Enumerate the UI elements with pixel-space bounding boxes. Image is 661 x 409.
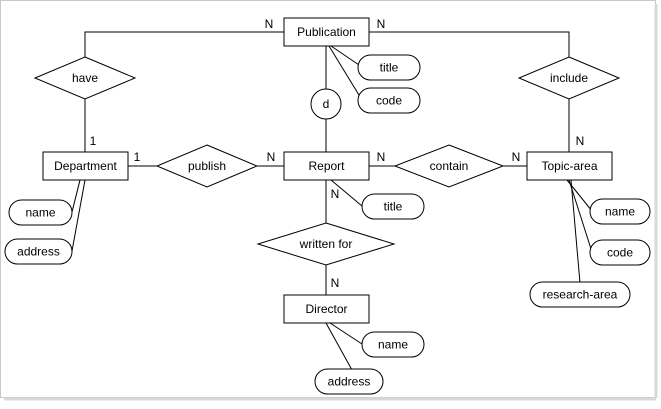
- relationship-have-label: have: [72, 71, 98, 85]
- entity-publication-label: Publication: [297, 25, 356, 39]
- attribute-department-name: name: [8, 199, 73, 226]
- entity-department: Department: [42, 151, 129, 181]
- attribute-topic-name: name: [589, 198, 651, 225]
- line-department-address: [71, 179, 86, 252]
- specialization-label: d: [323, 97, 330, 111]
- entity-department-label: Department: [54, 159, 117, 173]
- attribute-publication-title: title: [357, 54, 421, 81]
- attribute-topic-code: code: [589, 239, 651, 266]
- attribute-department-name-label: name: [25, 206, 55, 220]
- specialization-circle: d: [310, 88, 342, 120]
- relationship-written-for-label: written for: [299, 237, 353, 251]
- line-director-address: [325, 322, 353, 371]
- line-director-name: [329, 322, 363, 345]
- line-publication-code: [328, 45, 363, 101]
- diagram-frame: [0, 0, 656, 398]
- cardinality-publish-report: N: [267, 150, 276, 164]
- relationship-contain: contain: [393, 144, 505, 188]
- line-publication-include: [369, 31, 570, 57]
- attribute-publication-title-label: title: [380, 61, 399, 75]
- cardinality-contain-report: N: [377, 150, 386, 164]
- attribute-director-address-label: address: [328, 375, 371, 389]
- attribute-report-title-label: title: [384, 200, 403, 214]
- relationship-written-for: written for: [256, 222, 396, 266]
- attribute-publication-code: code: [357, 87, 421, 114]
- cardinality-labels: N 1 N N 1 N N N N N: [90, 17, 585, 290]
- relationship-publish: publish: [155, 144, 259, 188]
- attribute-topic-research-area-label: research-area: [543, 288, 618, 302]
- attribute-director-name-label: name: [378, 338, 408, 352]
- relationship-publish-label: publish: [188, 159, 226, 173]
- attribute-director-address: address: [314, 368, 384, 395]
- line-topic-code: [568, 179, 593, 253]
- entity-director: Director: [283, 294, 370, 324]
- attribute-department-address-label: address: [17, 245, 60, 259]
- entity-report: Report: [283, 151, 370, 181]
- cardinality-include-publication: N: [377, 17, 386, 31]
- line-publication-title: [330, 45, 363, 68]
- entity-publication: Publication: [283, 17, 370, 47]
- line-report-title: [330, 179, 363, 207]
- cardinality-written-for-report: N: [331, 187, 340, 201]
- attribute-topic-code-label: code: [607, 246, 633, 260]
- line-department-name: [71, 179, 81, 213]
- cardinality-publish-department: 1: [134, 150, 141, 164]
- line-topic-research: [570, 179, 581, 284]
- cardinality-have-publication: N: [265, 17, 274, 31]
- line-publication-have: [84, 31, 284, 57]
- cardinality-have-department: 1: [90, 134, 97, 148]
- attribute-publication-code-label: code: [376, 94, 402, 108]
- cardinality-include-topic: N: [576, 134, 585, 148]
- connector-lines: [71, 31, 593, 371]
- relationship-include: include: [517, 56, 621, 100]
- relationship-contain-label: contain: [430, 159, 469, 173]
- entity-topic-area: Topic-area: [526, 151, 613, 181]
- relationship-have: have: [33, 56, 137, 100]
- relationship-include-label: include: [550, 71, 588, 85]
- attribute-topic-research-area: research-area: [529, 281, 631, 308]
- entity-topic-area-label: Topic-area: [541, 159, 597, 173]
- cardinality-written-for-director: N: [331, 276, 340, 290]
- entity-director-label: Director: [305, 302, 347, 316]
- entity-report-label: Report: [308, 159, 345, 173]
- attribute-topic-name-label: name: [605, 205, 635, 219]
- attribute-department-address: address: [4, 238, 73, 265]
- attribute-report-title: title: [361, 193, 425, 220]
- cardinality-contain-topic: N: [512, 150, 521, 164]
- attribute-director-name: name: [361, 331, 425, 358]
